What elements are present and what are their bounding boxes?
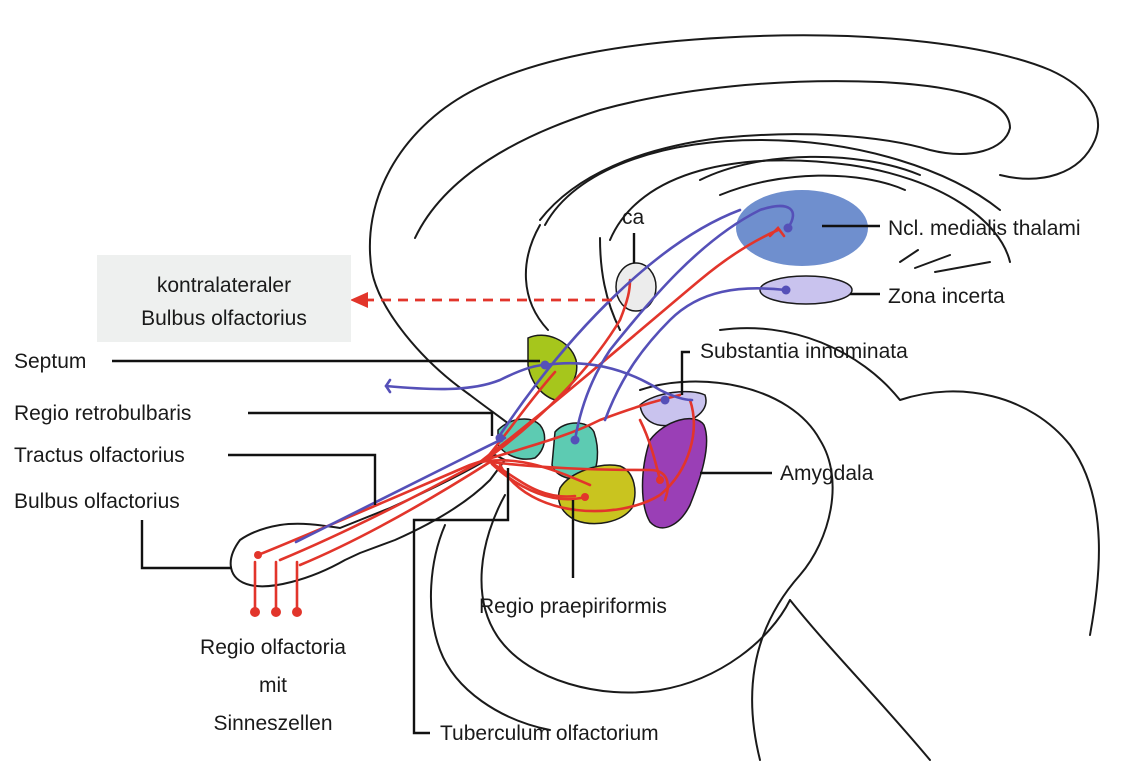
label-tractus-olfactorius: Tractus olfactorius — [14, 444, 185, 467]
blue-soma-tuberculum — [571, 436, 580, 445]
labels: ca Ncl. medialis thalami kontralateraler… — [14, 206, 1081, 745]
blue-soma-thalamus — [784, 224, 793, 233]
blue-soma-septum — [541, 361, 550, 370]
contralateral-arrowhead — [350, 292, 368, 308]
corpus-callosum-outline — [415, 81, 1010, 238]
label-ncl-medialis-thalami: Ncl. medialis thalami — [888, 217, 1081, 240]
label-kontralateraler-line2: Bulbus olfactorius — [141, 307, 307, 330]
leader-tractus — [228, 455, 375, 505]
leader-regio-retrobulbaris — [248, 413, 492, 436]
label-regio-praepiriformis: Regio praepiriformis — [479, 595, 667, 618]
brainstem-outline — [720, 328, 1099, 635]
synapse-praepiriformis — [581, 493, 589, 501]
amygdala-region — [643, 419, 707, 528]
blue-soma-retro — [496, 434, 505, 443]
mitral-fiber-2 — [280, 460, 590, 560]
contralateral-arrow — [350, 292, 612, 308]
temporal-lobe-outline — [481, 495, 790, 693]
synapse-amygdala — [656, 476, 664, 484]
label-regio-retrobulbaris: Regio retrobulbaris — [14, 402, 191, 425]
label-amygdala: Amygdala — [780, 462, 874, 485]
leader-substantia — [682, 352, 690, 395]
label-regio-olfactoria-line3: Sinneszellen — [213, 712, 332, 735]
septum-wall-outline — [526, 225, 548, 330]
label-kontralateraler-line1: kontralateraler — [157, 274, 291, 297]
receptor-cell-3 — [292, 607, 302, 617]
label-regio-olfactoria-line2: mit — [259, 674, 287, 697]
leader-bulbus — [142, 520, 232, 568]
label-bulbus-olfactorius: Bulbus olfactorius — [14, 490, 180, 513]
efferent-to-bulbus — [296, 438, 505, 542]
efferent-septum-back — [386, 365, 545, 389]
blue-soma-zona — [782, 286, 791, 295]
label-septum: Septum — [14, 350, 86, 373]
label-zona-incerta: Zona incerta — [888, 285, 1005, 308]
inner-contour-3 — [900, 250, 990, 272]
ncl-medialis-thalami-region — [736, 190, 868, 266]
frontal-base-outline — [372, 272, 525, 440]
synapse-bulbus — [254, 551, 262, 559]
pons-outline — [790, 600, 930, 760]
label-regio-olfactoria-line1: Regio olfactoria — [200, 636, 346, 659]
basal-forebrain-outline — [431, 525, 550, 730]
receptor-cell-1 — [250, 607, 260, 617]
label-substantia-innominata: Substantia innominata — [700, 340, 908, 363]
label-tuberculum-olfactorium: Tuberculum olfactorium — [440, 722, 659, 745]
label-ca: ca — [622, 206, 645, 229]
blue-soma-substantia — [661, 396, 670, 405]
receptor-cell-2 — [271, 607, 281, 617]
